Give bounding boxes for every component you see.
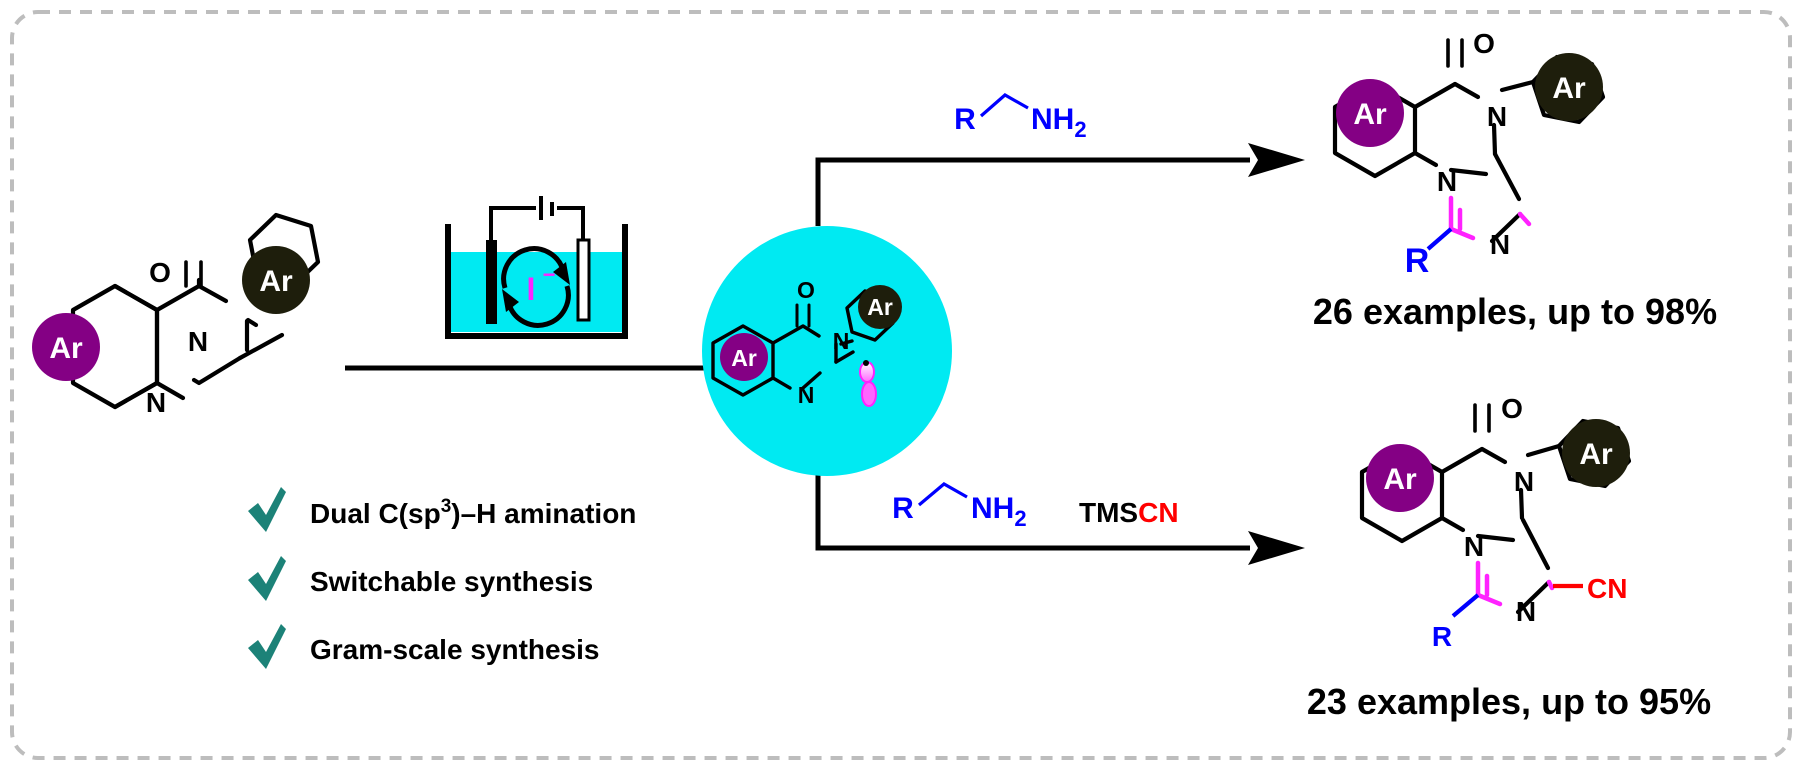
tp-n4-label: N [1487, 101, 1507, 132]
top-product-structure [1332, 38, 1606, 244]
feature-dual-amination: Dual C(sp3)–H amination [310, 496, 636, 529]
int-ar-fused-disc [720, 333, 768, 381]
top-product-new-bonds [1448, 195, 1532, 241]
sm-ar-aryl-label: Ar [259, 265, 293, 298]
bp-r-label: R [1432, 621, 1452, 652]
bp-ar-aryl-label: Ar [1579, 438, 1613, 471]
top-product-yield: 26 examples, up to 98% [1313, 291, 1717, 332]
bp-o-label: O [1501, 393, 1523, 424]
tp-n2-label: N [1490, 229, 1510, 260]
top-reagent-nh2: NH2 [1031, 103, 1087, 142]
int-o-label: O [797, 277, 815, 303]
tp-ar-fused-disc [1336, 79, 1404, 147]
electrochemical-cell-icon: I − [445, 196, 628, 339]
int-ar-aryl-disc [858, 285, 902, 329]
dashed-frame [10, 10, 1792, 760]
tmscn-reagent: TMSCN [1079, 497, 1179, 528]
iodide-charge-label: − [543, 262, 556, 287]
int-ar-aryl-label: Ar [867, 294, 893, 320]
bottom-product-new-bonds [1475, 560, 1555, 607]
bp-n10-label: N [1464, 531, 1484, 562]
bp-n4-label: N [1514, 466, 1534, 497]
sm-ar-fused-label: Ar [49, 332, 83, 365]
tp-o-label: O [1473, 28, 1495, 59]
tp-r-label: R [1405, 242, 1430, 280]
sm-ar-fused-disc [32, 313, 100, 381]
bottom-arrow-head [1248, 531, 1305, 565]
bp-ar-fused-label: Ar [1383, 463, 1417, 496]
feature-switchable-synthesis: Switchable synthesis [310, 566, 593, 597]
top-branch-line [815, 157, 1250, 226]
sm-ar-aryl-disc [242, 246, 310, 314]
bp-n2-label: N [1516, 596, 1536, 627]
bottom-reagent-nh2: NH2 [971, 492, 1027, 531]
int-n1-label: N [798, 382, 815, 408]
tp-ar-aryl-disc [1535, 53, 1603, 121]
iodide-mediator-label: I [527, 271, 536, 307]
radical-p-orbital-icon [859, 360, 877, 407]
top-arrow-head [1248, 143, 1305, 177]
bottom-product-r-bond [1451, 593, 1480, 618]
tp-ar-fused-label: Ar [1353, 98, 1387, 131]
bp-ar-fused-disc [1366, 444, 1434, 512]
int-n3-label: N [833, 328, 850, 354]
check-icon [248, 487, 286, 532]
sm-n1-label: N [146, 387, 166, 418]
bottom-product-yield: 23 examples, up to 95% [1307, 681, 1711, 722]
check-icon [248, 556, 286, 601]
sm-n3-label: N [188, 326, 208, 357]
electrode-left [486, 240, 497, 324]
check-icon [248, 624, 286, 669]
bottom-reagent-chain [917, 482, 968, 507]
tp-n10-label: N [1437, 166, 1457, 197]
bottom-reagent-r: R [892, 492, 914, 525]
feature-list: Dual C(sp3)–H amination Switchable synth… [248, 487, 636, 669]
electrode-right [576, 238, 591, 322]
feature-gram-scale: Gram-scale synthesis [310, 634, 600, 665]
int-ar-fused-label: Ar [731, 345, 757, 371]
top-reagent-r: R [954, 103, 976, 136]
starting-material-quinazolinone [70, 212, 321, 410]
top-product-r-bond [1426, 227, 1453, 251]
bp-cn-label: CN [1587, 573, 1627, 604]
bottom-branch-line [815, 474, 1250, 551]
tp-ar-aryl-label: Ar [1552, 72, 1586, 105]
top-reagent-chain [979, 93, 1029, 118]
bp-ar-aryl-disc [1562, 419, 1630, 487]
sm-o-label: O [149, 257, 171, 288]
radical-intermediate-structure [711, 289, 895, 397]
